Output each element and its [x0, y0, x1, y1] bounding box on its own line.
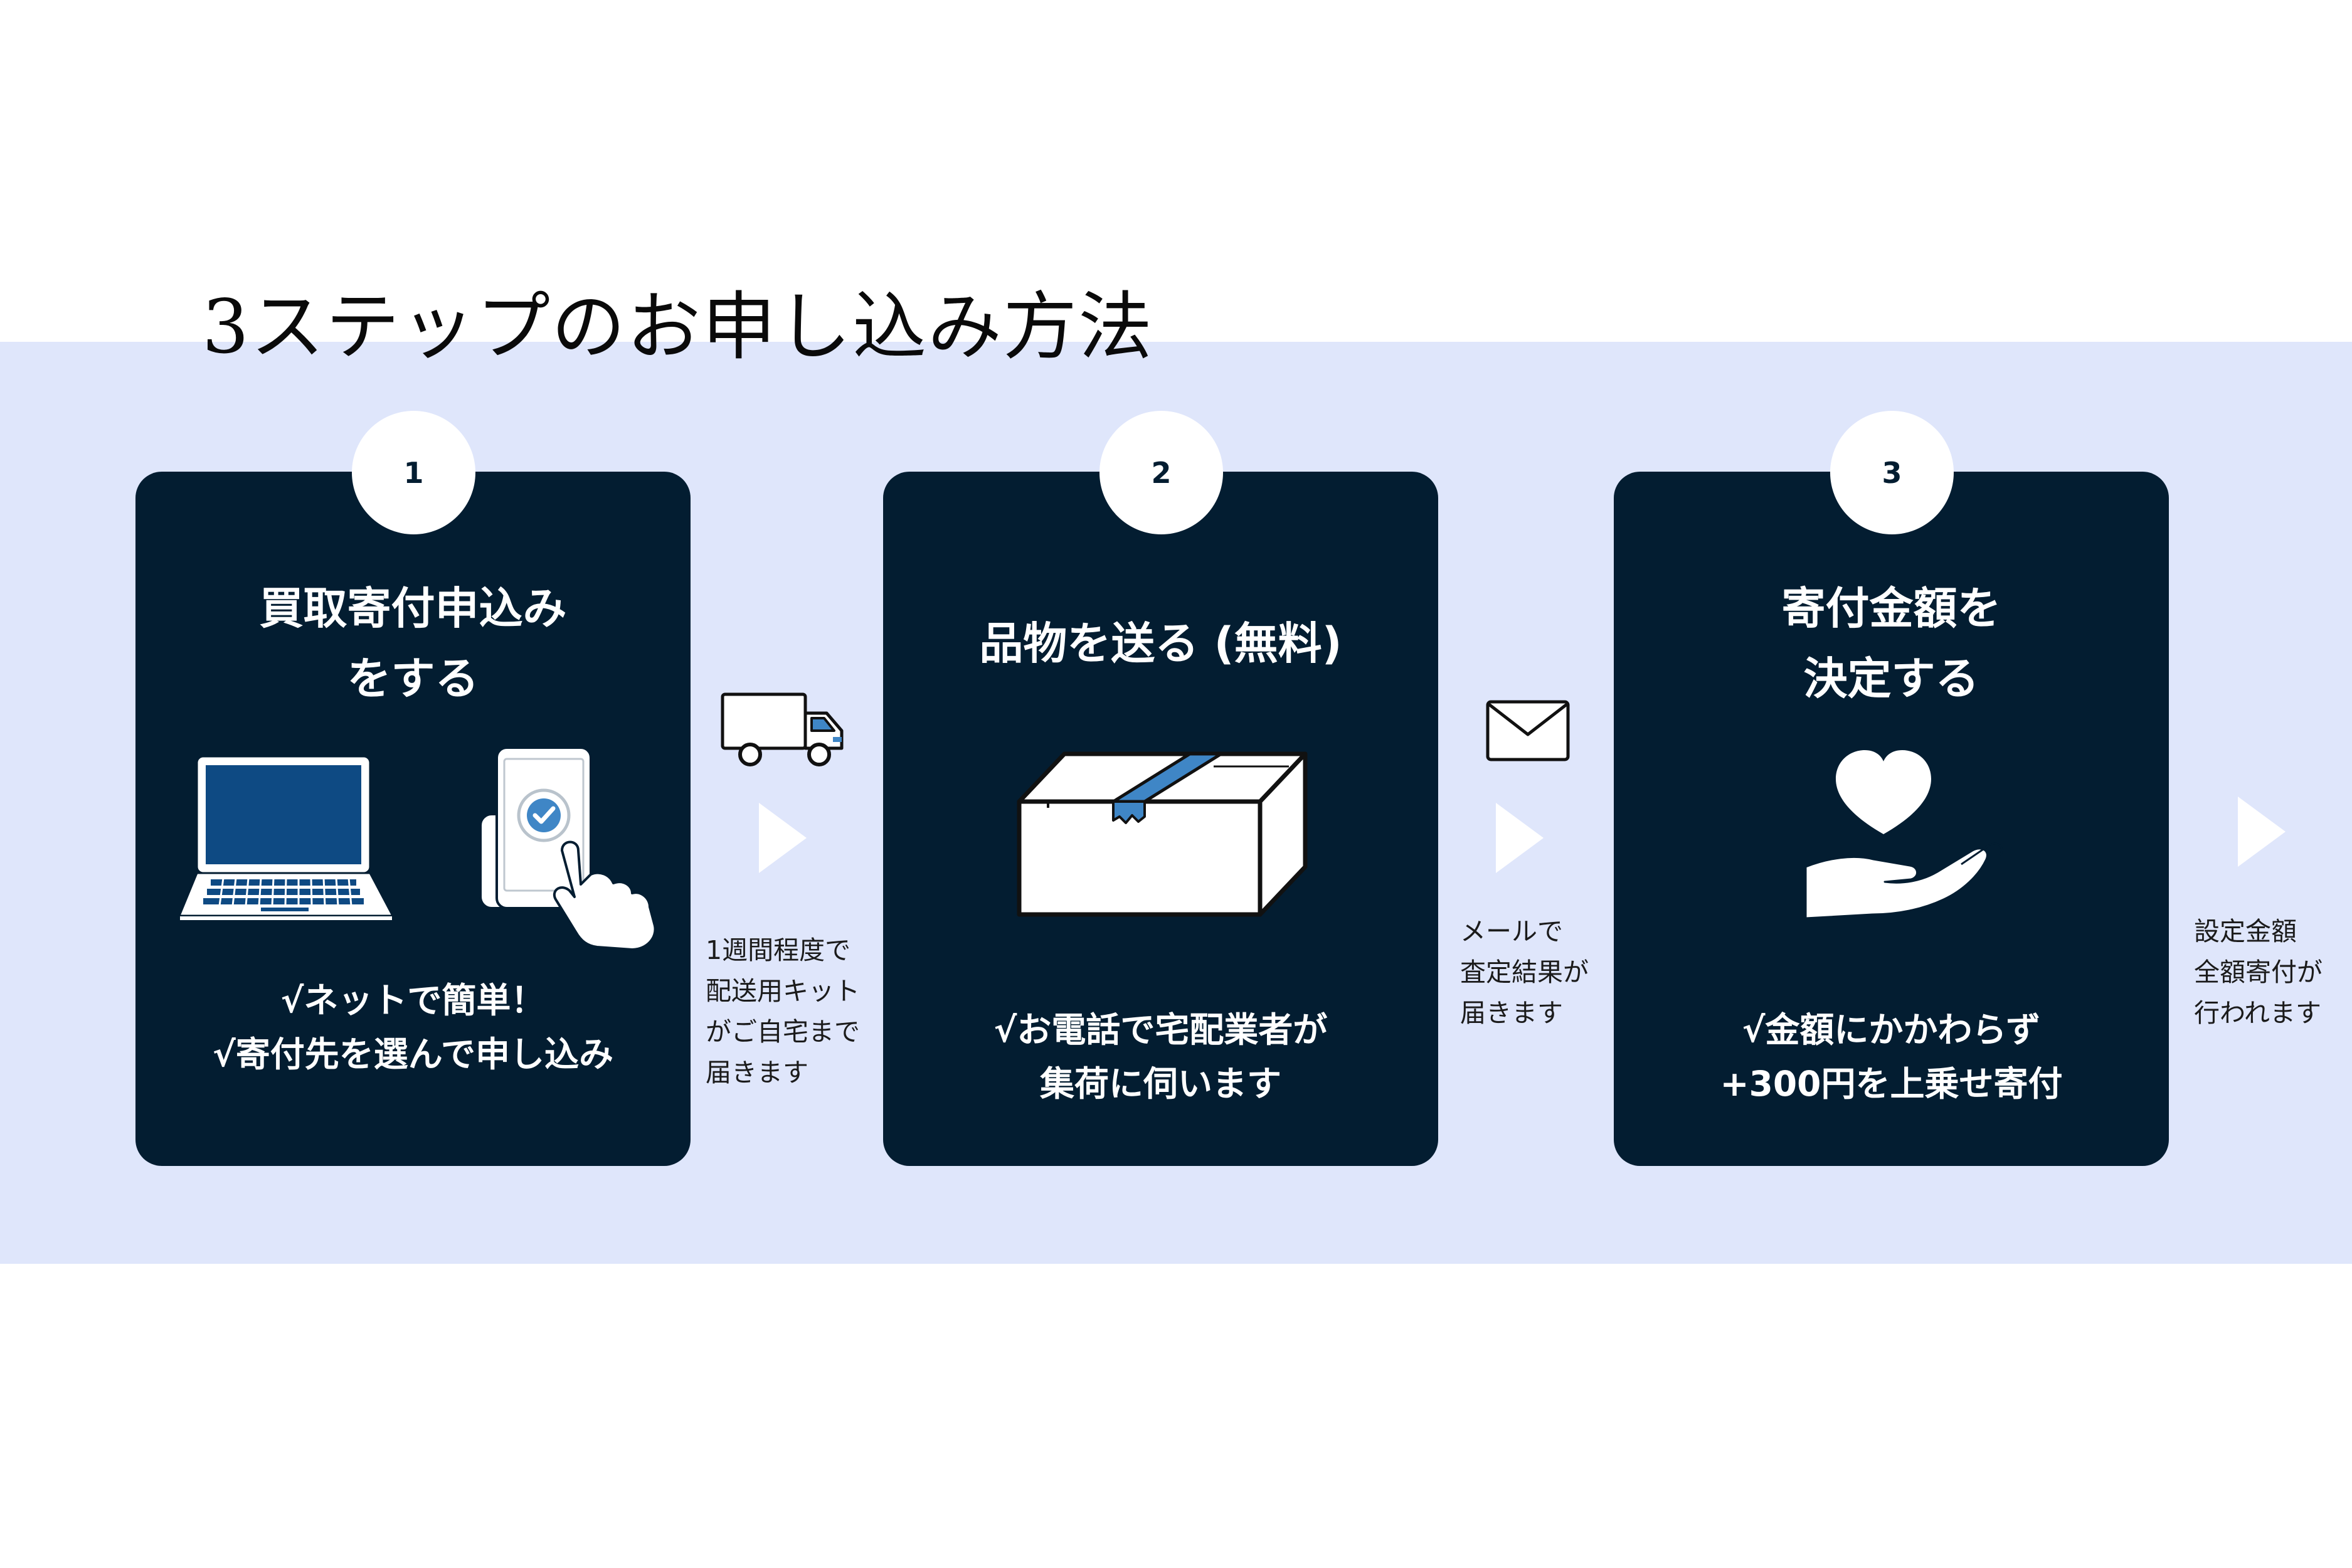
- connector-2-note-line: 査定結果が: [1460, 957, 1589, 987]
- step-3-title-line: 決定する: [1803, 653, 1979, 704]
- step-card-2: 品物を送る (無料) √お電話で宅配業者が 集荷に伺います: [883, 472, 1438, 1166]
- step-card-3: 寄付金額を 決定する √金額にかかわらず +300円を上乗せ寄付: [1614, 472, 2169, 1166]
- arrow-right-icon: [2238, 797, 2286, 867]
- connector-3-note: 設定金額 全額寄付が 行われます: [2194, 911, 2323, 1034]
- connector-2-note-line: 届きます: [1460, 998, 1563, 1028]
- envelope-icon: [1486, 700, 1570, 761]
- connector-1-note-line: 配送用キット: [706, 976, 860, 1006]
- step-1-desc-line: √寄付先を選んで申し込み: [213, 1034, 613, 1074]
- delivery-truck-icon: [721, 692, 844, 766]
- heart-hand-icon: [1804, 750, 2003, 919]
- step-1-number-badge: 1: [352, 411, 475, 534]
- arrow-right-icon: [1496, 803, 1544, 873]
- step-1-title-line: 買取寄付申込み: [259, 583, 567, 634]
- laptop-icon: [177, 755, 395, 921]
- connector-1-note: 1週間程度で 配送用キット がご自宅まで 届きます: [706, 930, 860, 1093]
- step-2-desc: √お電話で宅配業者が 集荷に伺います: [883, 1003, 1438, 1111]
- step-1-title: 買取寄付申込み をする: [135, 573, 691, 714]
- connector-2-note: メールで 査定結果が 届きます: [1460, 911, 1589, 1034]
- step-3-number-badge: 3: [1830, 411, 1954, 534]
- arrow-right-icon: [759, 803, 807, 873]
- step-3-title-line: 寄付金額を: [1781, 583, 2001, 634]
- connector-3-note-line: 設定金額: [2194, 916, 2297, 946]
- connector-1-note-line: 届きます: [706, 1057, 808, 1088]
- cardboard-box-icon: [1017, 751, 1308, 917]
- connector-3-note-line: 行われます: [2194, 998, 2321, 1028]
- connector-2-note-line: メールで: [1460, 916, 1563, 946]
- connector-3-note-line: 全額寄付が: [2194, 957, 2323, 987]
- step-2-number-badge: 2: [1099, 411, 1223, 534]
- step-card-1: 買取寄付申込み をする √ネットで簡単！: [135, 472, 691, 1166]
- connector-1-note-line: がご自宅まで: [706, 1017, 860, 1047]
- step-2-desc-line: 集荷に伺います: [1039, 1064, 1281, 1104]
- step-2-desc-line: √お電話で宅配業者が: [993, 1010, 1328, 1050]
- step-1-desc-line: √ネットで簡単！: [280, 980, 546, 1020]
- step-3-desc-line: +300円を上乗せ寄付: [1720, 1064, 2063, 1104]
- smartphone-check-icon: [479, 746, 657, 951]
- step-2-title: 品物を送る (無料): [883, 608, 1438, 679]
- step-1-desc: √ネットで簡単！ √寄付先を選んで申し込み: [135, 973, 691, 1081]
- step-3-desc-line: √金額にかかわらず: [1742, 1010, 2041, 1050]
- step-3-title: 寄付金額を 決定する: [1614, 573, 2169, 714]
- connector-1-note-line: 1週間程度で: [706, 935, 851, 965]
- step-2-title-line: 品物を送る (無料): [979, 618, 1342, 669]
- step-1-title-line: をする: [347, 653, 479, 704]
- step-3-desc: √金額にかかわらず +300円を上乗せ寄付: [1614, 1003, 2169, 1111]
- page-title: 3ステップのお申し込み方法: [202, 283, 1154, 370]
